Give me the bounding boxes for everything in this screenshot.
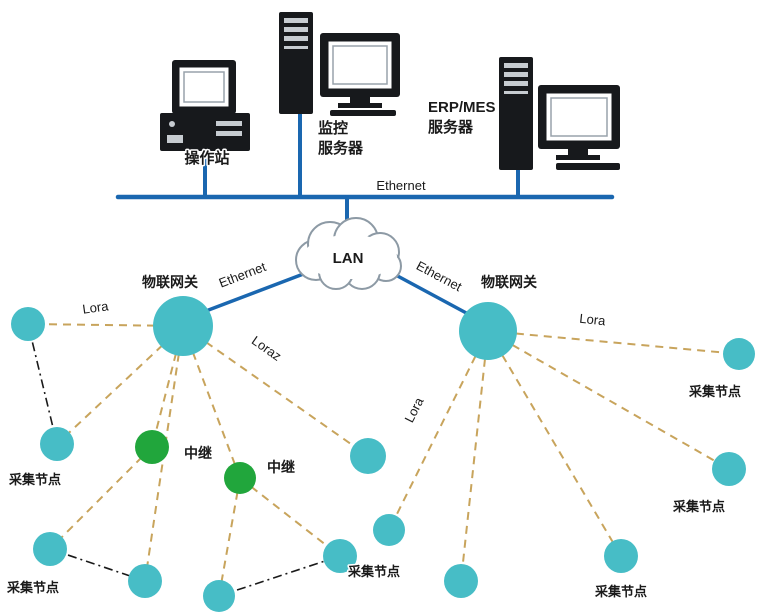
- relays: [135, 430, 256, 494]
- relay-node-1: [135, 430, 169, 464]
- sensor-node-1: [11, 307, 45, 341]
- sensor-node-6: [203, 580, 235, 612]
- lan-label: LAN: [333, 250, 364, 267]
- lora-link-relay2-n7: [239, 477, 341, 557]
- lora-link-relay1-n4: [49, 446, 153, 550]
- sensor-label-bottom-right: 采集节点: [594, 584, 647, 599]
- keyboard: [556, 163, 620, 170]
- sensor-node-3: [350, 438, 386, 474]
- monitor-neck: [568, 149, 588, 155]
- operator-station-icon: [160, 60, 250, 151]
- monitor-screen: [545, 92, 613, 142]
- lora-links: [27, 323, 740, 597]
- sensor-node-9: [444, 564, 478, 598]
- sensor-node-11: [712, 452, 746, 486]
- tower-vent: [504, 91, 528, 94]
- monitor-screen-inner: [550, 97, 608, 137]
- ethernet-left-label: Ethernet: [217, 259, 269, 291]
- lora-right-label: Lora: [579, 311, 607, 329]
- monitor-server-label-line2: 服务器: [318, 139, 364, 157]
- monitor-server-icon: [279, 12, 400, 116]
- sensor-label-right-upper: 采集节点: [688, 384, 741, 399]
- ethernet-bus-label: Ethernet: [376, 178, 426, 193]
- lora-link-gr-n11: [487, 330, 730, 470]
- sensor-node-7: [323, 539, 357, 573]
- sensor-nodes: [11, 307, 755, 612]
- operator-station-label: 操作站: [184, 149, 229, 167]
- lora-center-label: Lora: [401, 394, 427, 425]
- labels: 操作站 监控 服务器 ERP/MES 服务器 Ethernet Ethernet…: [4, 98, 742, 601]
- tower-bay: [504, 63, 528, 68]
- sensor-node-5: [128, 564, 162, 598]
- power-button: [169, 121, 175, 127]
- dashdot-link-n6-n7: [218, 555, 341, 597]
- monitor-screen: [178, 66, 230, 108]
- lora-link-gr-n10: [487, 330, 622, 557]
- relay-node-2: [224, 462, 256, 494]
- sensor-label-bottom-left: 采集节点: [6, 580, 59, 595]
- sensor-label-right-lower: 采集节点: [672, 499, 725, 514]
- lan-cloud-icon: LAN: [295, 217, 402, 290]
- lora-link-gr-n12: [487, 330, 740, 355]
- drive-slot: [216, 121, 242, 126]
- monitor-screen-inner: [183, 71, 225, 103]
- monitor-base: [556, 155, 600, 160]
- monitor-screen: [327, 40, 393, 90]
- lora-link-gr-n9: [460, 330, 489, 582]
- gateway-left-node: [153, 296, 213, 356]
- case-vent: [167, 135, 183, 143]
- tower-bay: [504, 81, 528, 86]
- keyboard: [330, 110, 396, 116]
- erp-server-label-line2: 服务器: [428, 118, 474, 136]
- relay2-label: 中继: [267, 459, 295, 475]
- lan-to-right-gateway-line: [390, 271, 472, 317]
- monitor-server-label-line1: 监控: [318, 119, 348, 137]
- dashdot-link-n1-n2: [27, 323, 58, 445]
- ethernet-backbone: [115, 111, 615, 317]
- tower-vent: [284, 46, 308, 49]
- gateway-right-label: 物联网关: [481, 274, 537, 290]
- drive-slot: [216, 131, 242, 136]
- tower-bay: [284, 36, 308, 41]
- lora-link-gl-n1: [27, 323, 184, 327]
- monitor-neck: [350, 97, 370, 103]
- gateway-right-node: [459, 302, 517, 360]
- sensor-node-12: [723, 338, 755, 370]
- tower-bay: [504, 72, 528, 77]
- gateway-left-label: 物联网关: [142, 274, 198, 290]
- erp-server-icon: [499, 57, 620, 170]
- sensor-node-10: [604, 539, 638, 573]
- sensor-node-2: [40, 427, 74, 461]
- lora-link-relay2-n6: [218, 477, 241, 597]
- tower-bay: [284, 18, 308, 23]
- sensor-label-bottom-center: 采集节点: [347, 564, 400, 579]
- cloud-body: [303, 235, 397, 279]
- erp-server-label-line1: ERP/MES: [428, 99, 496, 116]
- monitor-base: [338, 103, 382, 108]
- sensor-label-left-mid: 采集节点: [8, 472, 61, 487]
- tower-bay: [284, 27, 308, 32]
- gateways: [153, 296, 517, 360]
- lora-link-gr-n8: [388, 330, 489, 531]
- sensor-node-8: [373, 514, 405, 546]
- sensor-node-4: [33, 532, 67, 566]
- loraz-label: Loraz: [249, 333, 284, 364]
- monitor-screen-inner: [332, 45, 388, 85]
- lan-to-left-gateway-line: [196, 271, 308, 316]
- lora-link-gl-n3: [182, 325, 369, 457]
- relay1-label: 中继: [184, 445, 212, 461]
- lora-left-label: Lora: [81, 298, 110, 317]
